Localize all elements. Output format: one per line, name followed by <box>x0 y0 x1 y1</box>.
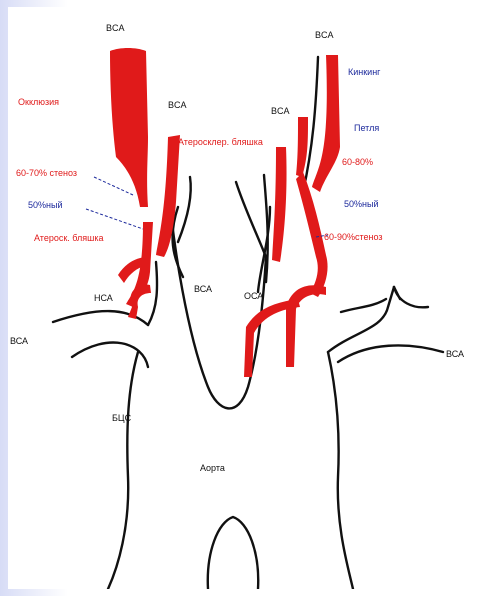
label-ica-left: ВСА <box>10 336 28 346</box>
label-stenosis-50: 50%ный <box>28 200 62 210</box>
label-bct: БЦС <box>112 413 132 423</box>
occluded-carotid <box>110 48 148 207</box>
right-ica-inner <box>236 182 266 257</box>
label-bca-top-right: BCA <box>315 30 334 40</box>
label-occlusion: Окклюзия <box>18 97 59 107</box>
label-aorta: Аорта <box>200 463 225 473</box>
right-loop-red <box>286 285 326 367</box>
label-stenosis-60-90: 60-90%стеноз <box>324 232 383 242</box>
right-branch <box>341 299 386 312</box>
left-ica-stenosis <box>156 135 180 257</box>
label-loop: Петля <box>354 123 379 133</box>
label-bca-top-left: BCA <box>106 23 125 33</box>
loop-segment <box>128 284 151 319</box>
label-kink: Кинкинг <box>348 67 381 77</box>
label-occ: ОСА <box>244 291 263 301</box>
label-bca-inner-left: BCA <box>168 100 187 110</box>
label-nca: НСА <box>94 293 113 303</box>
label-stenosis-60-80: 60-80% <box>342 157 373 167</box>
vascular-diagram: BCA BCA BCA BCA Окклюзия 60-70% стеноз 5… <box>8 7 474 589</box>
label-ica-right: ВСА <box>446 349 464 359</box>
label-stenosis-60-70: 60-70% стеноз <box>16 168 77 178</box>
label-bca-inner-right: BCA <box>271 106 290 116</box>
right-subclavian-lower <box>338 345 443 362</box>
right-subclavian-upper <box>328 287 394 352</box>
right-bca-stenosis <box>272 147 287 262</box>
aorta-left-wall <box>108 352 138 589</box>
aorta-right-wall <box>328 352 353 589</box>
diagram-panel: BCA BCA BCA BCA Окклюзия 60-70% стеноз 5… <box>8 7 474 589</box>
label-atherosclerosis-mid: Атеросклер. бляшка <box>178 137 263 147</box>
right-ica-stenosis <box>296 172 328 297</box>
label-ica: ВСА <box>194 284 212 294</box>
descending-aorta <box>208 517 258 589</box>
label-plaque: Атероск. бляшка <box>34 233 104 243</box>
label-stenosis-50-right: 50%ный <box>344 199 378 209</box>
